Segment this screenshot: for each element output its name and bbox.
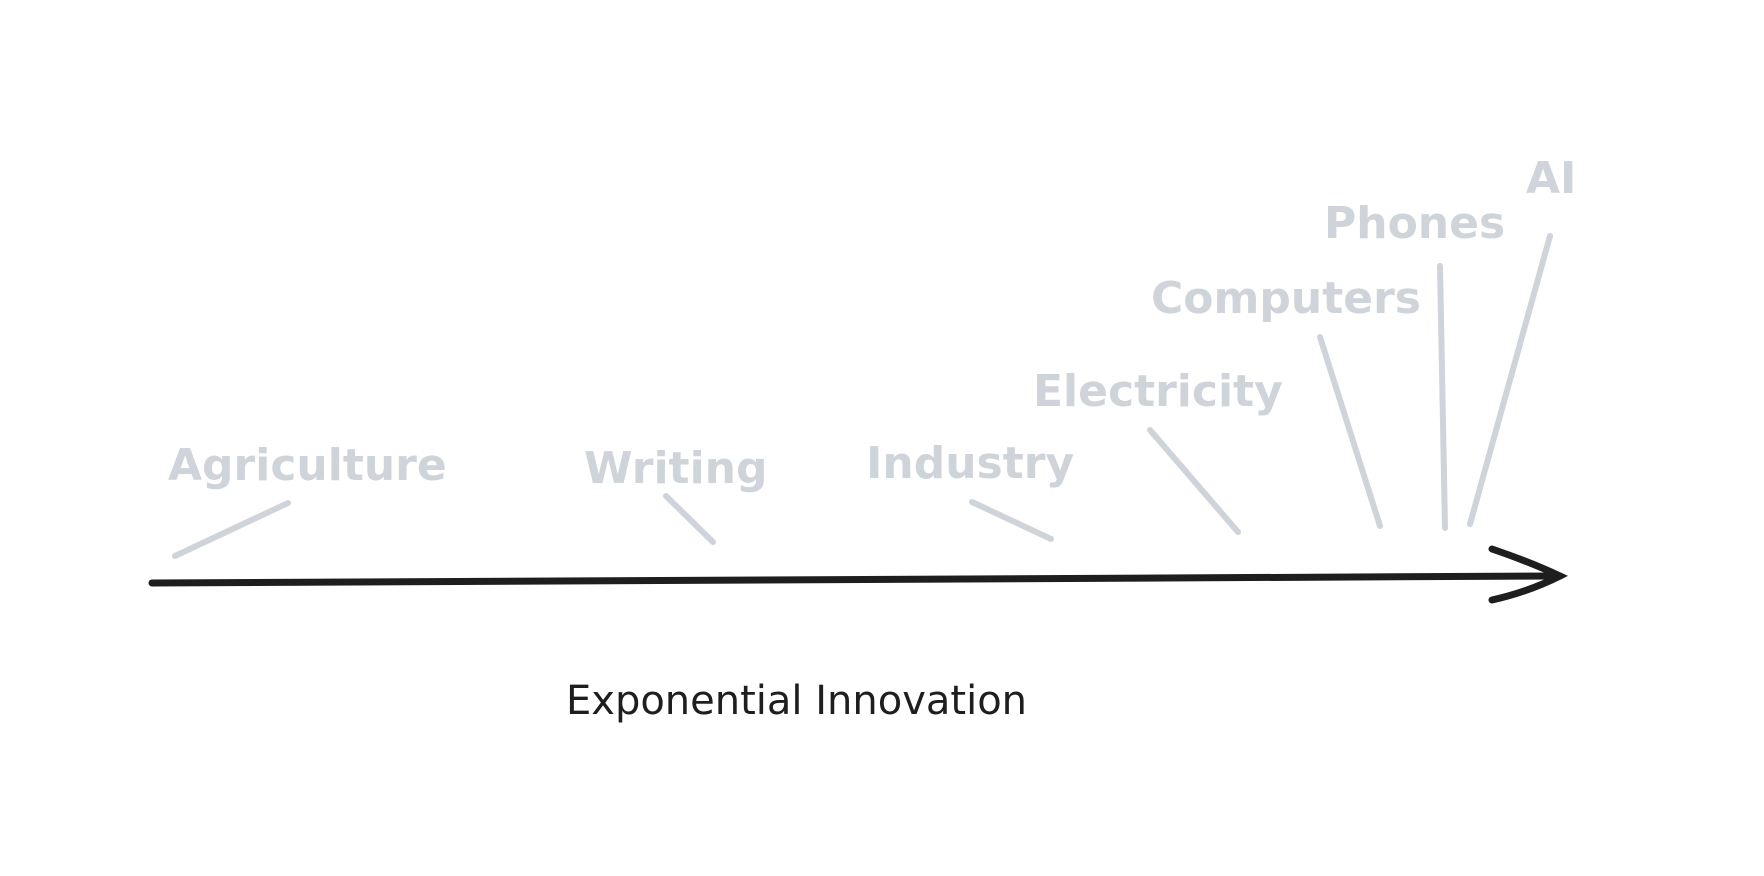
milestone-line-computers xyxy=(1317,334,1383,529)
milestone-line-ai xyxy=(1467,233,1553,527)
milestone-line-electricity xyxy=(1147,427,1241,535)
milestone-line-writing xyxy=(663,493,716,545)
milestone-label-writing: Writing xyxy=(584,443,767,494)
milestone-label-phones: Phones xyxy=(1324,198,1505,249)
milestone-label-agriculture: Agriculture xyxy=(168,440,447,491)
milestone-label-computers: Computers xyxy=(1151,273,1421,324)
milestone-label-electricity: Electricity xyxy=(1033,366,1283,417)
diagram-caption: Exponential Innovation xyxy=(566,678,1027,724)
milestone-line-industry xyxy=(969,499,1054,542)
milestone-label-industry: Industry xyxy=(866,438,1074,489)
milestone-line-phones xyxy=(1437,263,1448,531)
timeline-axis-line xyxy=(148,572,1564,587)
milestone-label-ai: AI xyxy=(1526,153,1576,204)
milestone-line-agriculture xyxy=(172,500,291,559)
timeline-arrowhead-icon xyxy=(1488,545,1569,604)
